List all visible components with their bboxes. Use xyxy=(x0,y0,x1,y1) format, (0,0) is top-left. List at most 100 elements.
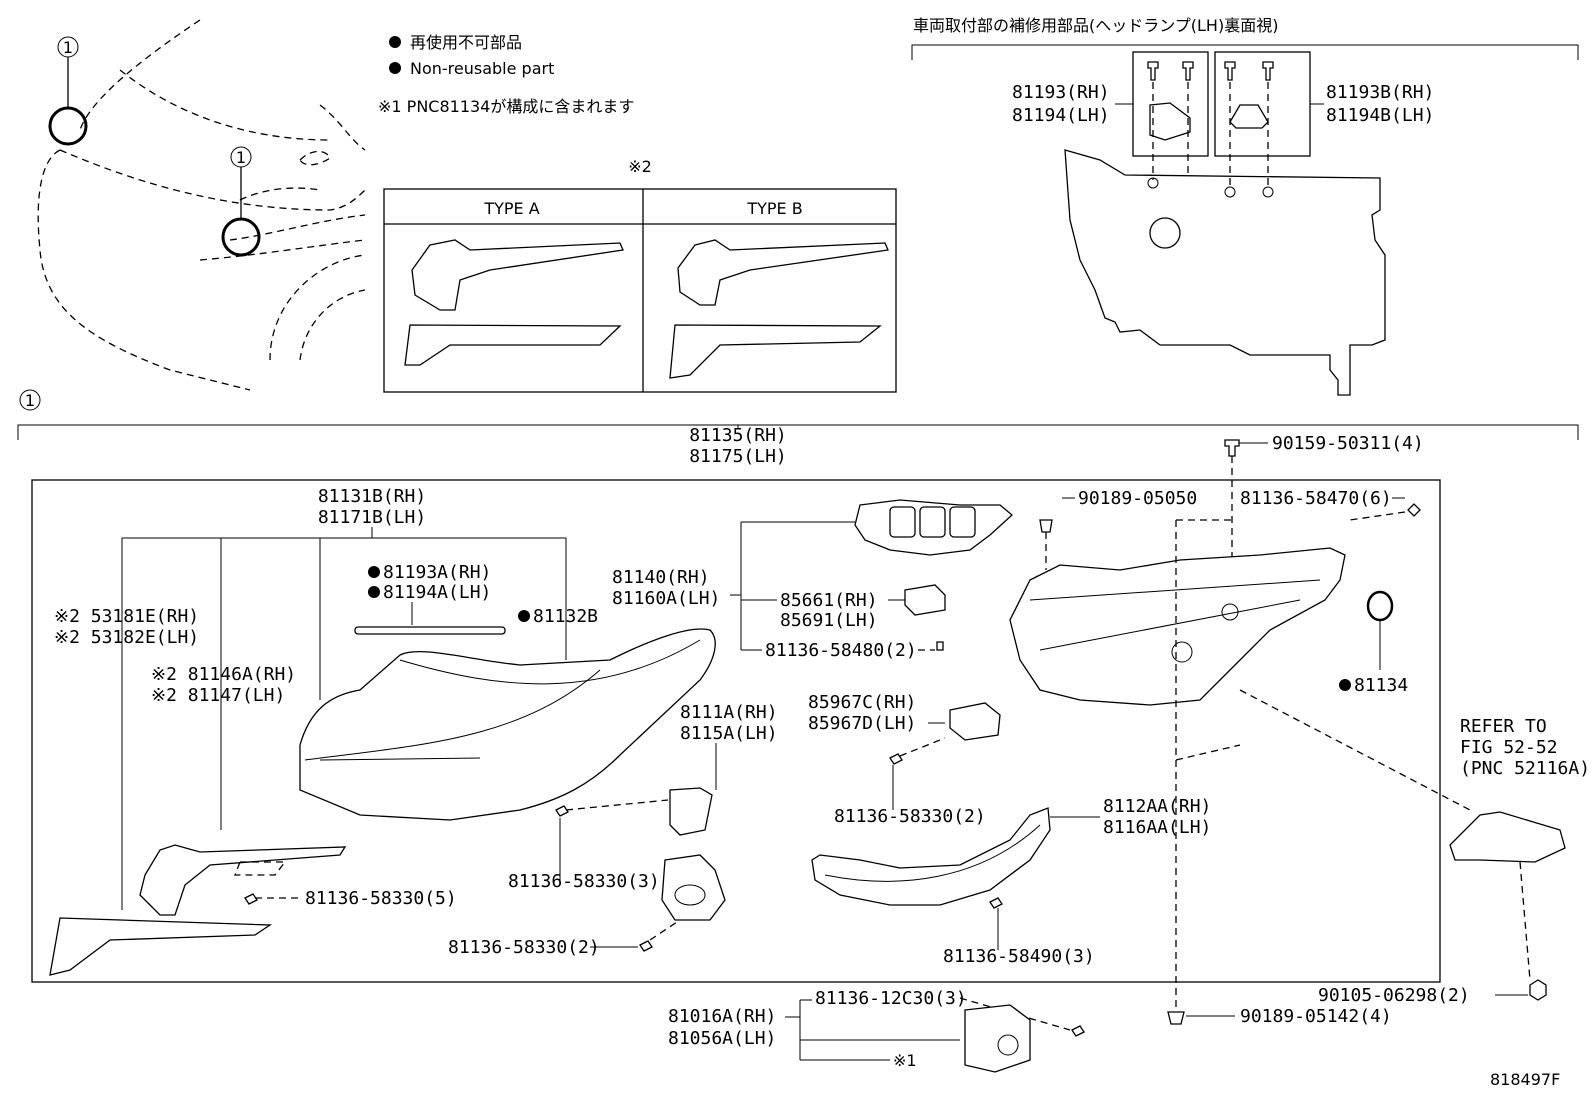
label-58330-2a: 81136-58330(2) xyxy=(834,806,986,827)
figure-id: 818497F xyxy=(1490,1070,1560,1089)
label-90105: 90105-06298(2) xyxy=(1318,985,1470,1006)
label-81171b: 81171B(LH) xyxy=(318,507,426,528)
label-8115a: 8115A(LH) xyxy=(680,723,778,744)
label-81146a: ※2 81146A(RH) xyxy=(151,664,296,685)
label-85661: 85661(RH) xyxy=(780,590,878,611)
note2-mark: ※2 xyxy=(628,157,652,176)
non-reusable-dot-icon xyxy=(518,610,530,622)
garnish-53181e xyxy=(49,917,273,976)
label-58330-2b: 81136-58330(2) xyxy=(448,937,600,958)
label-58490: 81136-58490(3) xyxy=(943,946,1095,967)
module-85661 xyxy=(904,584,946,616)
leveling-group: 81016A(RH) 81056A(LH) 81136-12C30(3) ※1 … xyxy=(668,988,1392,1073)
callout-1-lower: 1 xyxy=(221,146,261,257)
bulb-socket-group: 8111A(RH) 8115A(LH) 81136-58330(3) 81136… xyxy=(448,702,778,958)
type-a-label: TYPE A xyxy=(483,199,539,218)
label-81194: 81194(LH) xyxy=(1012,105,1110,126)
label-58330-5: 81136-58330(5) xyxy=(305,888,457,909)
non-reusable-dot-icon xyxy=(1339,679,1351,691)
label-85691: 85691(LH) xyxy=(780,610,878,631)
headlamp-location-marker xyxy=(48,106,88,146)
legend: 再使用不可部品 Non-reusable part ※1 PNC81134が構成… xyxy=(378,33,634,116)
seal-81134 xyxy=(1366,590,1394,622)
label-81194b: 81194B(LH) xyxy=(1326,105,1434,126)
headlamp-housing xyxy=(1009,547,1346,706)
non-reusable-dot-icon xyxy=(389,36,401,48)
label-81134: 81134 xyxy=(1354,675,1408,696)
refer-to-group: REFER TO FIG 52-52 (PNC 52116A) 90105-06… xyxy=(1318,716,1590,1006)
callout-number: 1 xyxy=(25,391,35,410)
screw-90159 xyxy=(1224,439,1240,457)
turn-lamp-group: 8112AA(RH) 8116AA(LH) 81136-58490(3) xyxy=(811,796,1211,967)
label-90159: 90159-50311(4) xyxy=(1272,433,1424,454)
label-81194a: 81194A(LH) xyxy=(383,582,491,603)
type-a-bracket xyxy=(411,239,624,311)
type-a-garnish xyxy=(404,324,622,366)
refer-line3: (PNC 52116A) xyxy=(1460,758,1590,779)
bracket-81193b xyxy=(1229,104,1269,129)
label-81140: 81140(RH) xyxy=(612,567,710,588)
label-85967d: 85967D(LH) xyxy=(808,713,916,734)
non-reusable-dot-icon xyxy=(389,62,401,74)
label-81160a: 81160A(LH) xyxy=(612,588,720,609)
type-b-label: TYPE B xyxy=(746,199,802,218)
legend-jp: 再使用不可部品 xyxy=(410,33,522,52)
callout-1-upper: 1 xyxy=(48,36,88,146)
leveling-actuator-81016a xyxy=(964,1004,1031,1073)
label-81147: ※2 81147(LH) xyxy=(151,685,285,706)
callout-number: 1 xyxy=(236,148,246,167)
module-85967c-group: 85967C(RH) 85967D(LH) 81136-58330(2) xyxy=(808,692,1001,827)
lens-group: 81131B(RH) 81171B(LH) 81193A(RH) 81194A(… xyxy=(49,486,716,976)
clip-90189-05050 xyxy=(1039,519,1053,533)
assembly-frame xyxy=(31,479,1441,983)
label-81135: 81135(RH) xyxy=(689,425,787,446)
type-table: ※2 TYPE A TYPE B xyxy=(383,157,897,393)
label-81193b: 81193B(RH) xyxy=(1326,82,1434,103)
label-53182e: ※2 53182E(LH) xyxy=(54,627,199,648)
vehicle-front-view xyxy=(37,19,366,391)
socket-8111a xyxy=(669,787,713,836)
note1-mark: ※1 xyxy=(893,1051,917,1070)
label-12c30: 81136-12C30(3) xyxy=(815,988,967,1009)
seal-81193a xyxy=(354,626,506,635)
refer-line1: REFER TO xyxy=(1460,716,1547,737)
legend-note1: ※1 PNC81134が構成に含まれます xyxy=(378,97,634,116)
clip-90189-05142 xyxy=(1167,1011,1185,1025)
label-81132b: 81132B xyxy=(533,606,598,627)
bracket-8111a-lower xyxy=(661,854,726,921)
label-58480: 81136-58480(2) xyxy=(765,640,917,661)
headlamp-housing-group: 90159-50311(4) 90189-05050 81136-58470(6… xyxy=(1009,433,1471,1010)
label-53181e: ※2 53181E(RH) xyxy=(54,606,199,627)
legend-en: Non-reusable part xyxy=(410,59,554,78)
label-8111a: 8111A(RH) xyxy=(680,702,778,723)
label-90189-05142: 90189-05142(4) xyxy=(1240,1006,1392,1027)
headlamp-lens xyxy=(299,628,716,821)
label-81175: 81175(LH) xyxy=(689,446,787,467)
non-reusable-dot-icon xyxy=(368,586,380,598)
assembly-bracket: 1 81135(RH) 81175(LH) xyxy=(17,389,1579,983)
bracket-81146a xyxy=(139,844,347,916)
type-b-bracket xyxy=(677,239,889,306)
module-85967c xyxy=(949,702,1001,741)
label-8116aa: 8116AA(LH) xyxy=(1103,817,1211,838)
label-81131b: 81131B(RH) xyxy=(318,486,426,507)
headlamp-housing-rear-view xyxy=(1064,149,1386,396)
non-reusable-dot-icon xyxy=(368,566,380,578)
label-81193: 81193(RH) xyxy=(1012,82,1110,103)
repair-parts-section: 車両取付部の補修用部品(ヘッドランプ(LH)裏面視) 81193(RH) 811… xyxy=(911,16,1579,396)
headlamp-unit-group: 81140(RH) 81160A(LH) 85661(RH) 85691(LH)… xyxy=(612,499,1013,661)
bracket-81193 xyxy=(1149,102,1191,141)
label-8112aa: 8112AA(RH) xyxy=(1103,796,1211,817)
callout-number: 1 xyxy=(63,38,73,57)
repair-title: 車両取付部の補修用部品(ヘッドランプ(LH)裏面視) xyxy=(913,16,1278,35)
foglamp-location-marker xyxy=(221,217,261,257)
label-81193a: 81193A(RH) xyxy=(383,562,491,583)
label-58470: 81136-58470(6) xyxy=(1240,488,1392,509)
refer-line2: FIG 52-52 xyxy=(1460,737,1558,758)
label-90189-05050: 90189-05050 xyxy=(1078,488,1197,509)
type-b-garnish xyxy=(669,324,882,379)
bracket-52116a xyxy=(1449,811,1566,863)
label-58330-3: 81136-58330(3) xyxy=(508,871,660,892)
label-85967c: 85967C(RH) xyxy=(808,692,916,713)
